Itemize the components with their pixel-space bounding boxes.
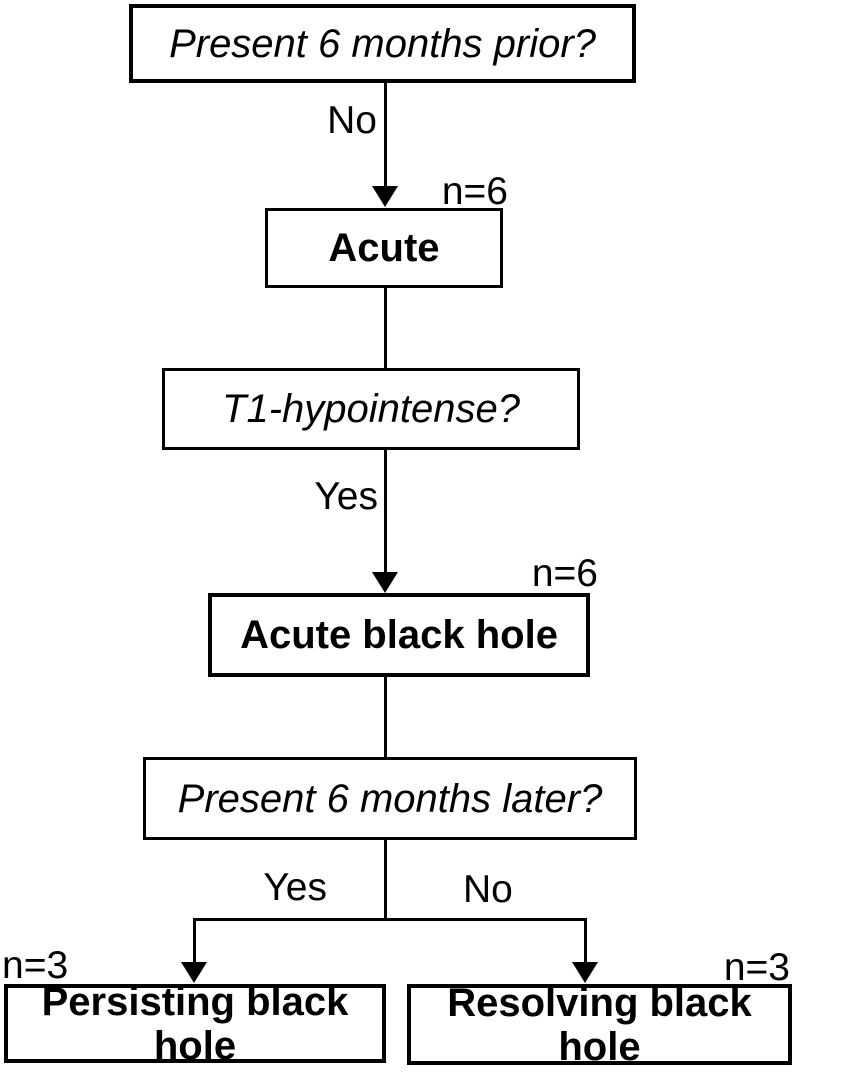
node-label: Present 6 months later? — [177, 776, 603, 821]
node-persisting-black-hole: Persisting black hole — [4, 980, 386, 1068]
node-acute: Acute — [265, 208, 503, 288]
node-present-6-months-prior: Present 6 months prior? — [129, 4, 636, 83]
arrowhead-q1-acute — [372, 186, 398, 207]
node-present-6-months-later: Present 6 months later? — [143, 757, 637, 840]
arrowhead-q2-abh — [372, 572, 398, 593]
count-label-pbh: n=3 — [2, 944, 69, 987]
node-label: T1-hypointense? — [222, 387, 520, 431]
connector-q2-abh-line — [384, 450, 387, 574]
node-acute-black-hole: Acute black hole — [208, 593, 590, 677]
connector-q3-pbh-line — [193, 918, 196, 964]
node-label: Acute — [328, 226, 440, 270]
connector-q3-stem-line — [384, 840, 387, 921]
arrowhead-q3-rbh — [572, 962, 598, 983]
node-resolving-black-hole: Resolving black hole — [407, 981, 792, 1069]
node-t1-hypointense: T1-hypointense? — [162, 368, 580, 450]
arrowhead-q3-pbh — [181, 962, 207, 983]
count-label-rbh: n=3 — [723, 946, 790, 989]
connector-branch-horizontal-line — [193, 918, 587, 921]
count-label-acute: n=6 — [441, 170, 508, 213]
edge-label-yes: Yes — [314, 475, 378, 518]
connector-acute-q2-line — [384, 288, 387, 368]
node-label: Acute black hole — [240, 613, 558, 657]
connector-abh-q3-line — [384, 677, 387, 757]
edge-label-yes-bottom: Yes — [263, 866, 327, 909]
node-label: Present 6 months prior? — [169, 21, 596, 66]
connector-q3-rbh-line — [584, 918, 587, 964]
edge-label-no-bottom: No — [463, 868, 513, 911]
connector-q1-acute-line — [384, 83, 387, 188]
count-label-abh: n=6 — [531, 552, 598, 595]
node-label: Resolving black hole — [447, 980, 752, 1069]
node-label: Persisting black hole — [41, 979, 349, 1068]
edge-label-no: No — [327, 99, 377, 142]
